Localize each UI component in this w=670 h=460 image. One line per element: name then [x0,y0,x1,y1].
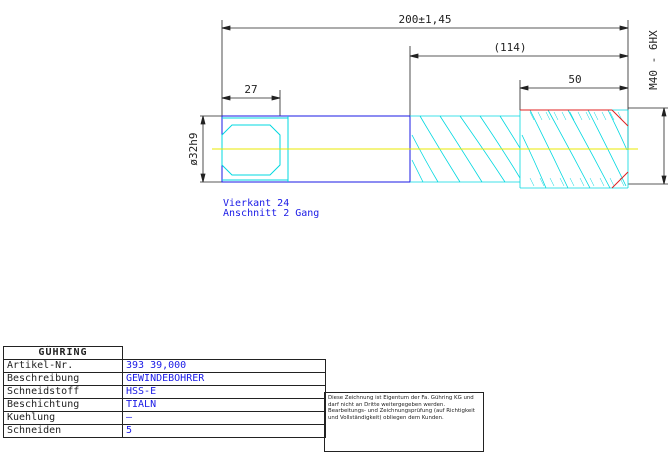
value-cutting-edges: 5 [122,424,326,438]
ownership-disclaimer: Diese Zeichnung ist Eigentum der Fa. Güh… [324,392,484,452]
table-row: Beschreibung GEWINDEBOHRER [3,372,326,386]
dim-overall-length: 200±1,45 [399,13,452,26]
label-cutting-material: Schneidstoff [3,385,123,399]
note-chamfer: Anschnitt 2 Gang [223,208,320,219]
value-description: GEWINDEBOHRER [122,372,326,386]
label-coating: Beschichtung [3,398,123,412]
value-cutting-material: HSS-E [122,385,326,399]
label-cooling: Kuehlung [3,411,123,425]
dim-shank-diameter: ø32h9 [187,132,200,165]
table-row: Artikel-Nr. 393 39,000 [3,359,326,373]
label-cutting-edges: Schneiden [3,424,123,438]
title-block: GÜHRING Artikel-Nr. 393 39,000 Beschreib… [3,346,326,438]
dim-thread-length: 50 [568,73,581,86]
table-row: Schneidstoff HSS-E [3,385,326,399]
company-logo: GÜHRING [3,346,123,360]
table-row: Schneiden 5 [3,424,326,438]
dim-fluted-length: (114) [493,41,526,54]
value-cooling: — [122,411,326,425]
value-coating: TIALN [122,398,326,412]
table-row: Beschichtung TIALN [3,398,326,412]
dim-square-length: 27 [244,83,257,96]
label-article-number: Artikel-Nr. [3,359,123,373]
label-description: Beschreibung [3,372,123,386]
value-article-number: 393 39,000 [122,359,326,373]
dim-thread-size: M40 - 6HX [647,30,660,90]
note-square-size: Vierkant 24 [223,198,290,209]
table-row: Kuehlung — [3,411,326,425]
